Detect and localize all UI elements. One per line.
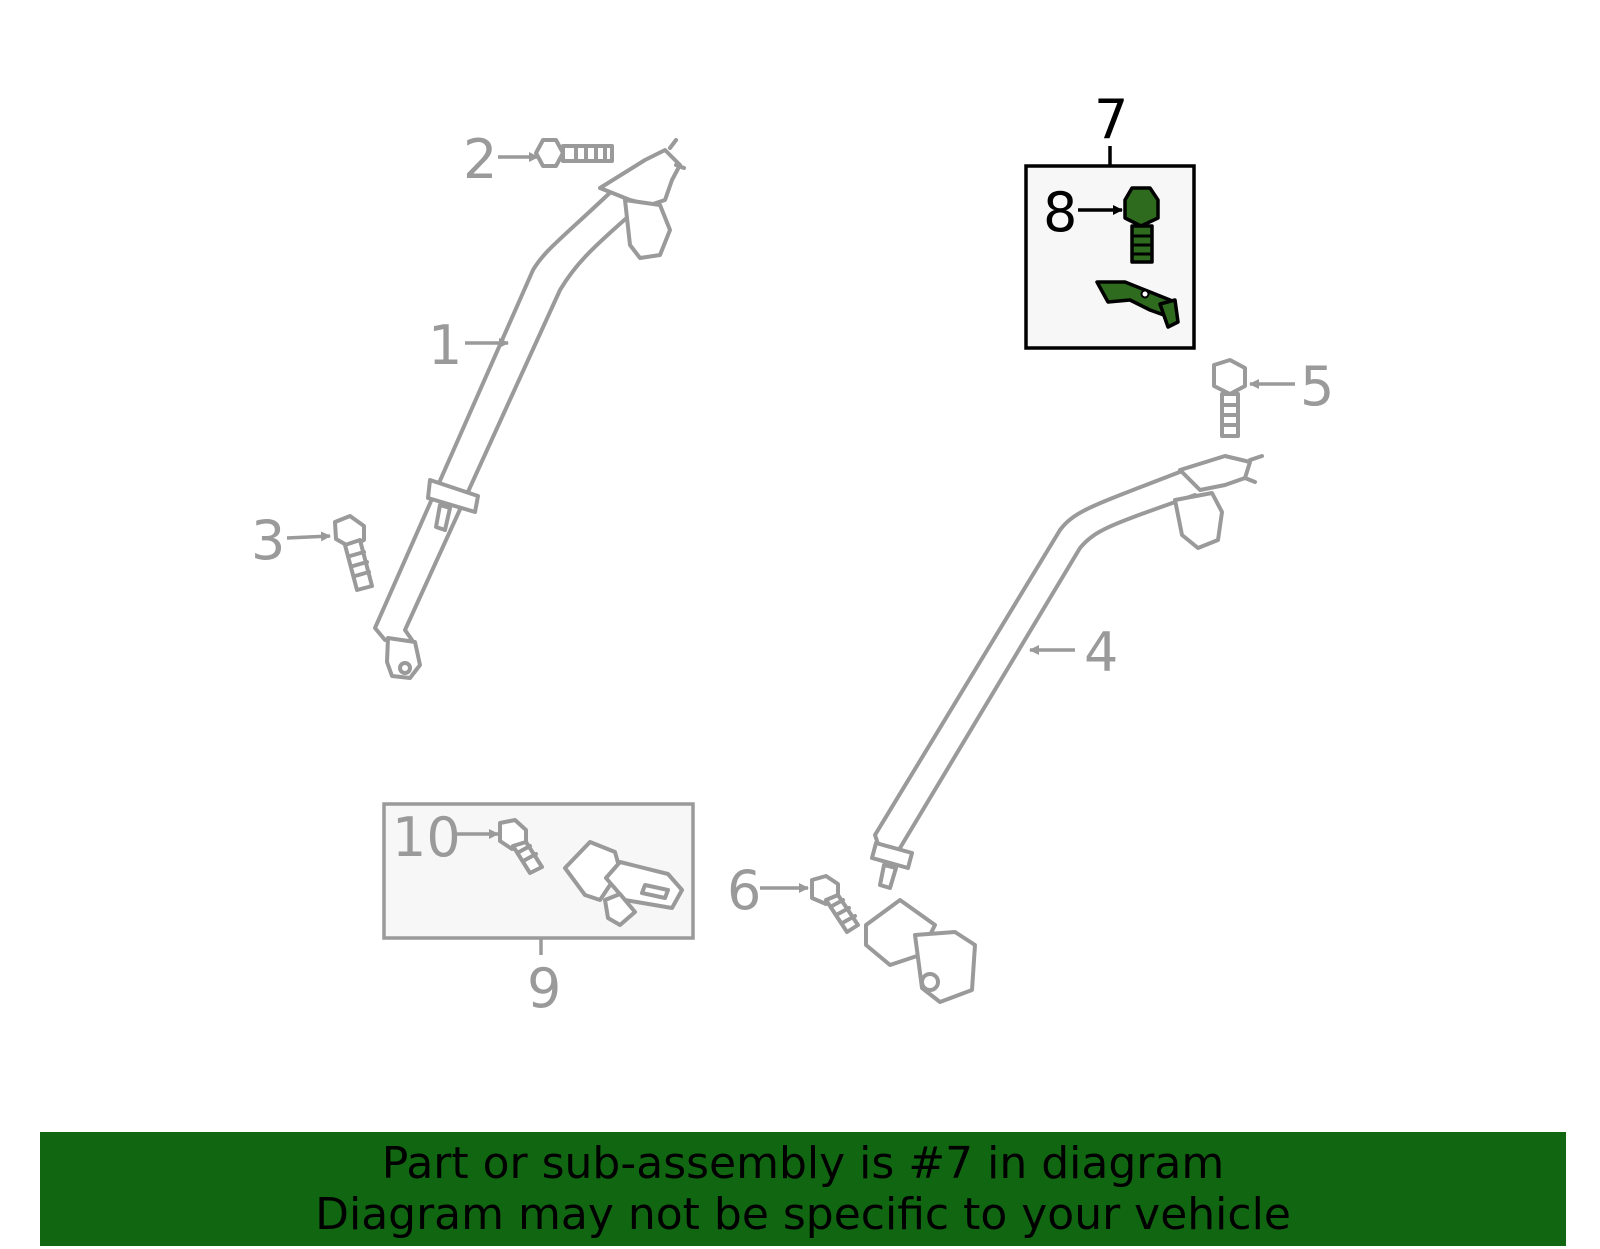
seat-belt-assembly-left[interactable] bbox=[373, 138, 686, 680]
callout-4: 4 bbox=[1084, 621, 1118, 684]
banner-line-2: Diagram may not be specific to your vehi… bbox=[315, 1189, 1291, 1240]
callout-10: 10 bbox=[392, 806, 461, 869]
callout-5: 5 bbox=[1300, 355, 1334, 418]
sub-assembly-box-9[interactable] bbox=[382, 802, 695, 955]
highlighted-bracket-part[interactable] bbox=[1095, 280, 1180, 329]
callout-9: 9 bbox=[527, 957, 561, 1020]
callout-2: 2 bbox=[463, 128, 497, 191]
banner-line-1: Part or sub-assembly is #7 in diagram bbox=[381, 1138, 1225, 1189]
bolt-part-6[interactable] bbox=[810, 874, 860, 934]
buckle-part[interactable] bbox=[563, 840, 684, 927]
sub-assembly-box-7[interactable] bbox=[1024, 146, 1196, 350]
callout-1: 1 bbox=[428, 314, 462, 377]
callout-3: 3 bbox=[251, 509, 285, 572]
bolt-part-3[interactable] bbox=[333, 514, 374, 592]
callout-8: 8 bbox=[1043, 181, 1077, 244]
callout-6: 6 bbox=[727, 859, 761, 922]
callout-7: 7 bbox=[1094, 88, 1128, 151]
bolt-part-10[interactable] bbox=[498, 818, 544, 875]
info-banner: Part or sub-assembly is #7 in diagram Di… bbox=[40, 1132, 1566, 1246]
leader-arrows bbox=[286, 152, 1295, 893]
bolt-part-5[interactable] bbox=[1212, 358, 1247, 438]
seat-belt-assembly-right[interactable] bbox=[864, 454, 1264, 1004]
highlighted-bolt-part-8[interactable] bbox=[1123, 186, 1160, 264]
bolt-part-2[interactable] bbox=[534, 138, 614, 168]
